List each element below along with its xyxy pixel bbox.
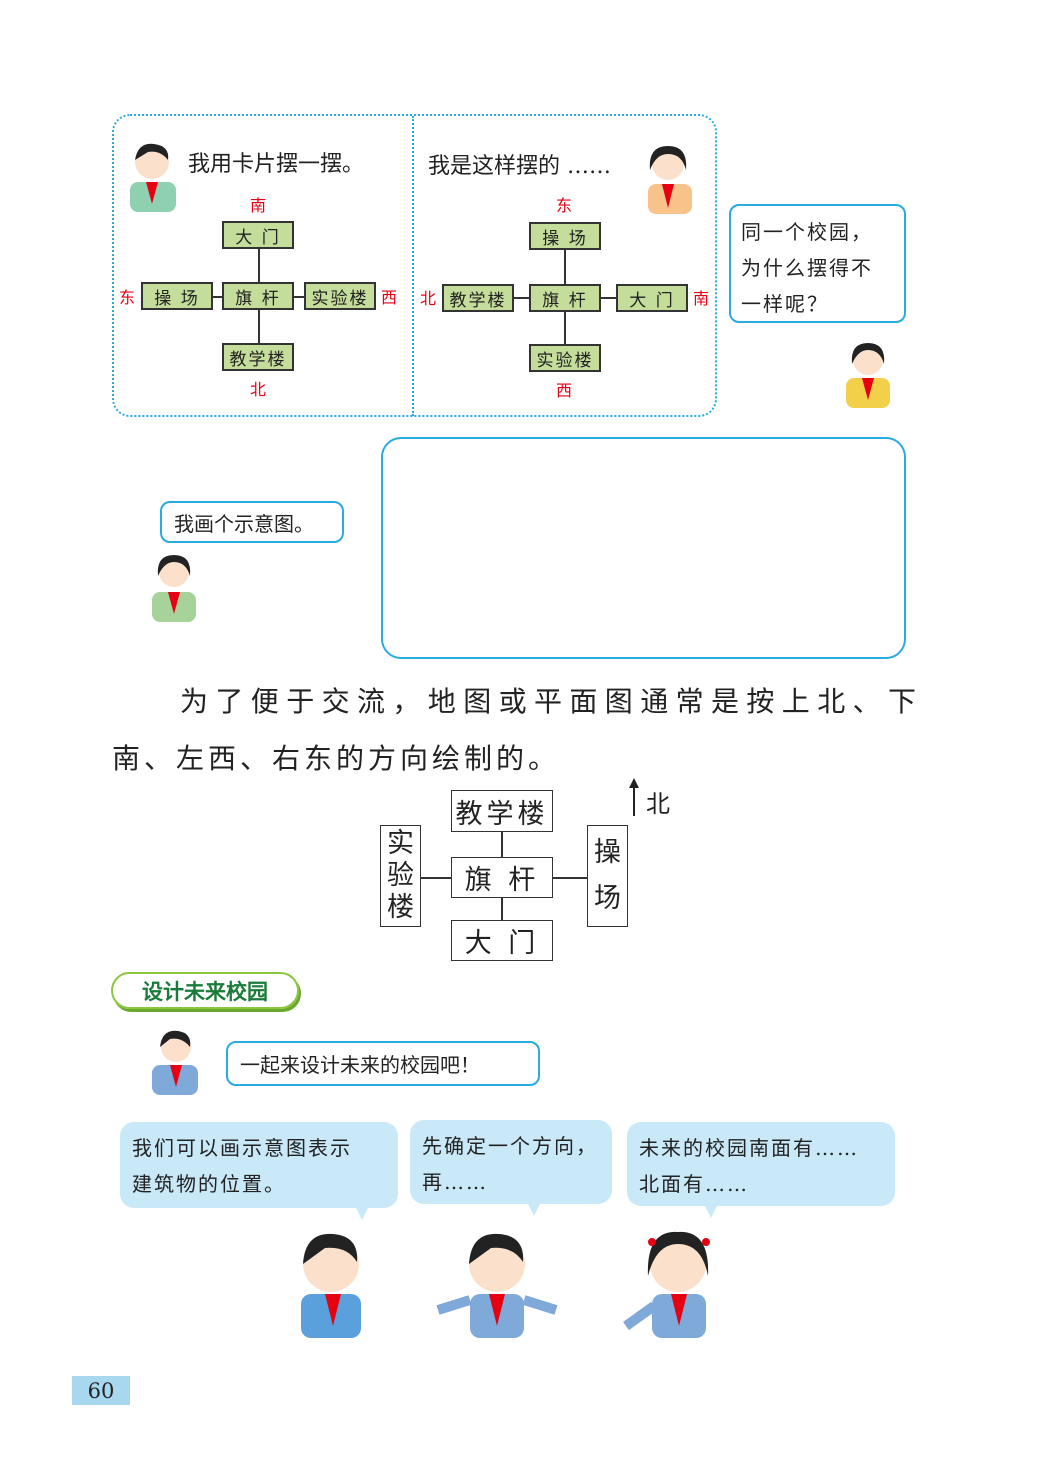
north-label: 北 bbox=[646, 790, 670, 818]
card-top: 大 门 bbox=[222, 221, 294, 249]
section-title: 设计未来校园 bbox=[111, 972, 299, 1009]
map-right: 操场 bbox=[587, 825, 628, 927]
sketch-bubble: 我画个示意图。 bbox=[160, 501, 344, 543]
card-right: 实验楼 bbox=[304, 282, 376, 310]
dir-top: 东 bbox=[555, 196, 573, 215]
boy-avatar bbox=[130, 143, 176, 212]
boy-avatar bbox=[301, 1233, 361, 1338]
bubble-3: 未来的校园南面有……北面有…… bbox=[627, 1122, 895, 1218]
girl-avatar bbox=[846, 343, 890, 408]
cards-panel bbox=[112, 114, 717, 417]
dir-left: 北 bbox=[419, 289, 437, 308]
bubble-2: 先确定一个方向，再…… bbox=[410, 1120, 612, 1216]
card-center: 旗 杆 bbox=[222, 282, 294, 310]
map-bottom: 大 门 bbox=[451, 920, 553, 961]
question-bubble: 同一个校园， 为什么摆得不 一样呢？ bbox=[729, 204, 906, 323]
dir-bottom: 西 bbox=[555, 381, 573, 400]
card-top: 操 场 bbox=[529, 222, 601, 250]
card-right: 大 门 bbox=[616, 284, 688, 312]
dir-top: 南 bbox=[249, 196, 267, 215]
dir-right: 南 bbox=[692, 289, 710, 308]
panel-divider bbox=[412, 116, 414, 416]
paragraph-line-1: 为了便于交流，地图或平面图通常是按上北、下 bbox=[180, 685, 924, 718]
girl-avatar bbox=[623, 1231, 710, 1338]
invite-bubble: 一起来设计未来的校园吧！ bbox=[226, 1041, 540, 1086]
bubble-1: 我们可以画示意图表示建筑物的位置。 bbox=[120, 1122, 398, 1220]
card-bottom: 教学楼 bbox=[222, 343, 294, 371]
card-center: 旗 杆 bbox=[529, 284, 601, 312]
dir-bottom: 北 bbox=[249, 380, 267, 399]
sketch-area[interactable] bbox=[381, 437, 906, 659]
dir-right: 西 bbox=[380, 288, 398, 307]
card-bottom: 实验楼 bbox=[529, 344, 601, 372]
girl-avatar bbox=[648, 146, 692, 214]
right-speech: 我是这样摆的 …… bbox=[428, 154, 611, 179]
north-arrow-icon bbox=[629, 778, 639, 816]
left-speech: 我用卡片摆一摆。 bbox=[188, 152, 365, 177]
map-left: 实验楼 bbox=[380, 825, 421, 927]
card-left: 教学楼 bbox=[442, 284, 514, 312]
dir-left: 东 bbox=[118, 288, 136, 307]
girl-avatar bbox=[152, 555, 196, 622]
paragraph-line-2: 南、左西、右东的方向绘制的。 bbox=[112, 742, 561, 775]
map-center: 旗 杆 bbox=[451, 857, 553, 898]
map-top: 教学楼 bbox=[451, 790, 553, 832]
boy-avatar bbox=[436, 1233, 558, 1338]
page-number: 60 bbox=[72, 1376, 130, 1405]
boy-avatar bbox=[152, 1030, 198, 1095]
card-left: 操 场 bbox=[141, 282, 213, 310]
